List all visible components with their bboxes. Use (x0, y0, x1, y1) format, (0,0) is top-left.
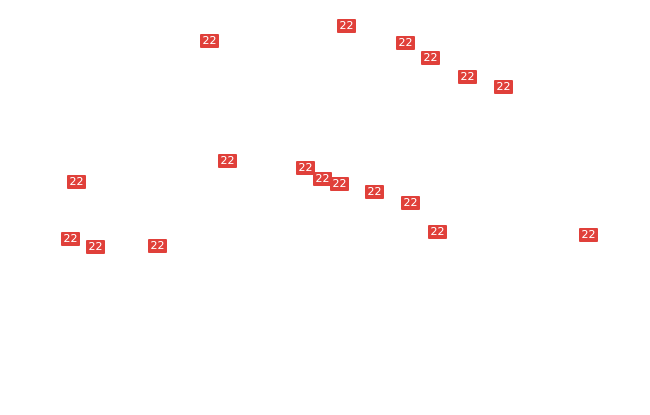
map-marker[interactable]: 22 (396, 36, 415, 50)
map-marker[interactable]: 22 (313, 172, 332, 186)
map-marker[interactable]: 22 (579, 228, 598, 242)
map-marker[interactable]: 22 (330, 177, 349, 191)
map-marker[interactable]: 22 (365, 185, 384, 199)
map-marker[interactable]: 22 (337, 19, 356, 33)
map-marker[interactable]: 22 (200, 34, 219, 48)
map-marker[interactable]: 22 (61, 232, 80, 246)
map-marker[interactable]: 22 (494, 80, 513, 94)
map-marker[interactable]: 22 (148, 239, 167, 253)
map-marker[interactable]: 22 (421, 51, 440, 65)
map-marker[interactable]: 22 (67, 175, 86, 189)
map-marker[interactable]: 22 (428, 225, 447, 239)
map-marker[interactable]: 22 (458, 70, 477, 84)
map-marker[interactable]: 22 (86, 240, 105, 254)
map-marker[interactable]: 22 (401, 196, 420, 210)
map-marker[interactable]: 22 (218, 154, 237, 168)
map-marker[interactable]: 22 (296, 161, 315, 175)
